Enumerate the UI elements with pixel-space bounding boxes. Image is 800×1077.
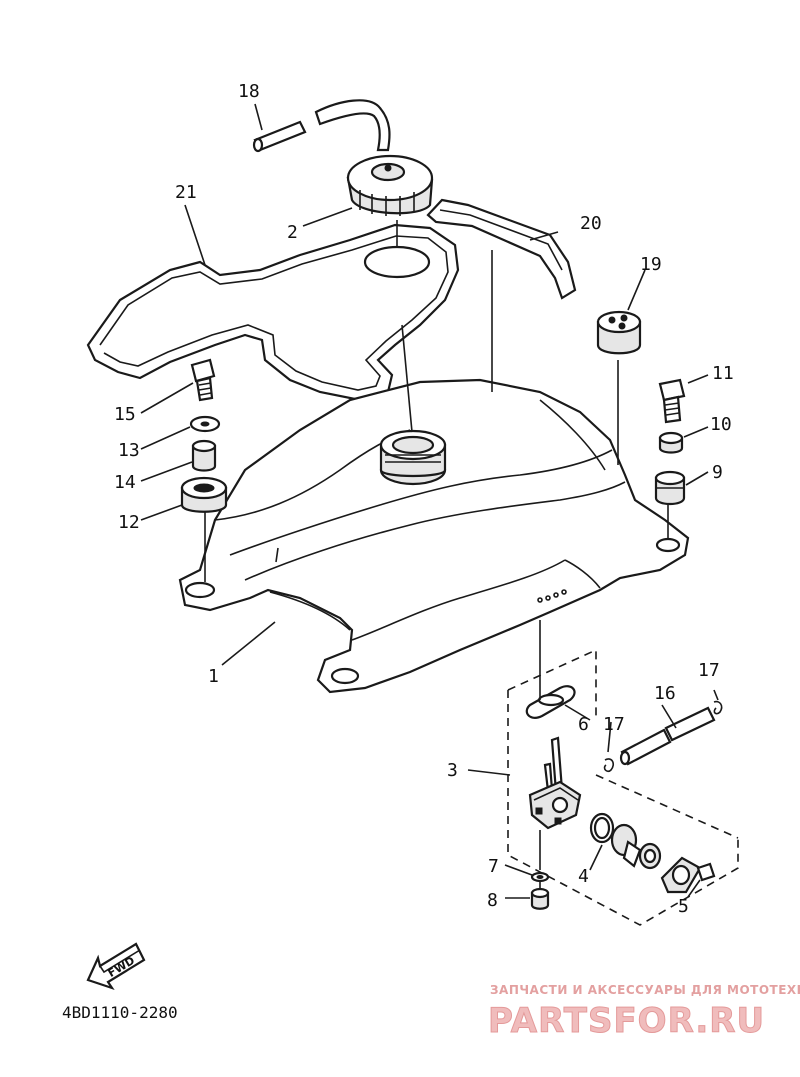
part-14-collar xyxy=(191,439,217,472)
callout-1: 1 xyxy=(208,666,219,687)
callout-16: 16 xyxy=(654,683,676,704)
callout-labels: 1 2 3 4 5 6 7 8 9 10 11 12 13 14 15 16 1… xyxy=(114,81,734,917)
part-17-clip-upper xyxy=(713,700,723,715)
callout-12: 12 xyxy=(118,512,140,533)
callout-13: 13 xyxy=(118,440,140,461)
part-16-fuel-hose xyxy=(619,706,716,766)
fuel-cock-lever xyxy=(610,823,642,868)
callout-19: 19 xyxy=(640,254,662,275)
callout-20: 20 xyxy=(580,213,602,234)
watermark-logo-text: PARTSFOR.RU xyxy=(488,1001,765,1041)
callout-17-upper: 17 xyxy=(698,660,720,681)
part-8-drain-bolt xyxy=(530,887,550,910)
callout-5: 5 xyxy=(678,896,689,917)
part-13-washer xyxy=(189,415,221,433)
callout-14: 14 xyxy=(114,472,136,493)
callout-18: 18 xyxy=(238,81,260,102)
part-5-screw-and-plate xyxy=(660,856,716,894)
callout-6: 6 xyxy=(578,714,589,735)
watermark-tagline: ЗАПЧАСТИ И АКСЕССУАРЫ ДЛЯ МОТОТЕХНИКИ xyxy=(490,983,800,997)
callout-9: 9 xyxy=(712,462,723,483)
callout-3: 3 xyxy=(447,760,458,781)
part-18-breather-hose xyxy=(252,99,391,153)
callout-10: 10 xyxy=(710,414,732,435)
callout-17-lower: 17 xyxy=(603,714,625,735)
part-9-damper xyxy=(654,470,686,506)
part-15-bolt xyxy=(190,358,216,402)
fwd-arrow-icon: FWD xyxy=(86,942,146,991)
part-6-gasket xyxy=(525,685,576,719)
callout-8: 8 xyxy=(487,890,498,911)
callout-4: 4 xyxy=(578,866,589,887)
callout-7: 7 xyxy=(488,856,499,877)
diagram-code: 4BD1110-2280 xyxy=(62,1003,178,1022)
part-4-o-ring xyxy=(589,812,615,844)
part-7-washer xyxy=(530,871,550,883)
part-19-grommet xyxy=(596,310,642,355)
part-12-damper xyxy=(180,476,228,513)
part-10-collar xyxy=(658,431,684,454)
part-3-fuel-cock-body xyxy=(528,736,582,830)
part-3-fuel-cock-group xyxy=(507,648,739,926)
part-20-tank-strap xyxy=(426,198,577,300)
callout-21: 21 xyxy=(175,182,197,203)
fuel-cock-seal xyxy=(638,842,662,870)
leader-lines xyxy=(140,103,719,899)
part-17-clip-lower xyxy=(603,758,614,773)
callout-2: 2 xyxy=(287,222,298,243)
callout-15: 15 xyxy=(114,404,136,425)
watermark: ЗАПЧАСТИ И АКСЕССУАРЫ ДЛЯ МОТОТЕХНИКИ PA… xyxy=(488,983,800,1042)
part-1-fuel-tank xyxy=(178,378,690,694)
part-11-bolt xyxy=(658,378,686,424)
callout-11: 11 xyxy=(712,363,734,384)
part-21-cover-plate xyxy=(86,223,460,402)
part-2-fuel-cap xyxy=(346,154,434,216)
